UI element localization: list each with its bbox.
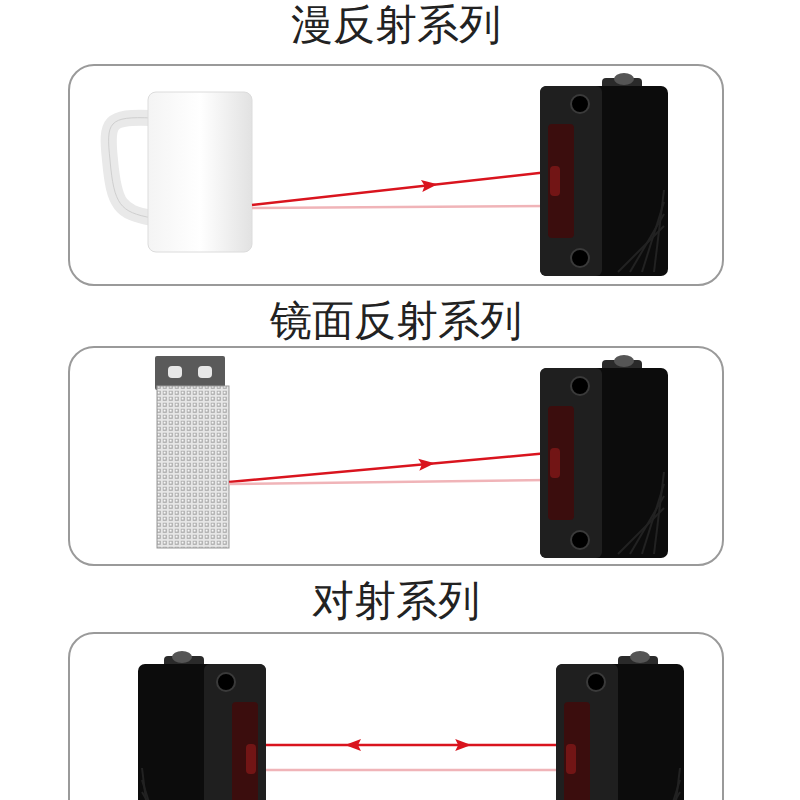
mount-hole xyxy=(217,673,235,691)
sensor-body xyxy=(540,368,668,558)
series-heading: 镜面反射系列 xyxy=(68,296,724,346)
panel-border xyxy=(68,632,724,800)
beam-arrowhead xyxy=(418,457,435,470)
sensor-front xyxy=(540,86,602,276)
sensor-knob-cap xyxy=(172,651,192,663)
sensor-ridge xyxy=(670,768,680,800)
sensor-lens-glow xyxy=(550,166,560,196)
return-beam xyxy=(229,480,548,484)
light-beam xyxy=(252,172,548,205)
return-beam xyxy=(266,769,556,772)
panel: 对射系列 xyxy=(68,576,724,626)
bracket-slot xyxy=(168,366,182,378)
sensor-ridge xyxy=(630,214,664,272)
sensor-lens-glow xyxy=(246,744,256,774)
sensor-ridge xyxy=(630,496,664,554)
sensor-knob-cap xyxy=(614,73,634,85)
sensor-ridge xyxy=(142,768,152,800)
beam-arrowhead xyxy=(455,739,471,751)
sensor-front xyxy=(540,368,602,558)
cup-handle xyxy=(109,118,152,218)
sensor-body xyxy=(540,86,668,276)
sensor-body xyxy=(556,664,684,800)
sensor-lens-glow xyxy=(550,448,560,478)
sensor-body xyxy=(138,664,266,800)
sensor-lens xyxy=(564,702,590,800)
photoelectric-sensor xyxy=(540,355,668,558)
cup-handle-edge xyxy=(109,118,152,218)
bracket-slot xyxy=(198,366,212,378)
sensor-lens xyxy=(548,406,574,520)
sensor-knob-cap xyxy=(614,355,634,367)
light-beam xyxy=(229,453,548,482)
panel: 镜面反射系列 xyxy=(68,296,724,346)
mount-hole xyxy=(587,673,605,691)
photoelectric-sensor xyxy=(138,651,266,800)
sensor-lens xyxy=(232,702,258,800)
panel-border xyxy=(68,64,724,286)
return-beam xyxy=(252,206,548,208)
photoelectric-sensor xyxy=(556,651,684,800)
light-beam xyxy=(266,744,556,747)
reflector-bracket xyxy=(155,356,225,390)
series-heading: 对射系列 xyxy=(68,576,724,626)
panel-border xyxy=(68,346,724,566)
sensor-knob-cap xyxy=(630,651,650,663)
panel: 漫反射系列 xyxy=(68,0,724,50)
sensor-front xyxy=(556,664,618,800)
beam-arrowhead xyxy=(421,178,438,192)
mount-hole xyxy=(571,531,589,549)
sensor-front xyxy=(204,664,266,800)
cup-body xyxy=(148,92,252,252)
reflector-body xyxy=(157,386,229,548)
series-heading: 漫反射系列 xyxy=(68,0,724,50)
mount-hole xyxy=(571,95,589,113)
beam-arrowhead xyxy=(345,739,361,751)
mount-hole xyxy=(571,377,589,395)
mount-hole xyxy=(571,249,589,267)
photoelectric-sensor xyxy=(540,73,668,276)
sensor-lens-glow xyxy=(566,744,576,774)
sensor-lens xyxy=(548,124,574,238)
sensor-ridge xyxy=(654,472,664,554)
sensor-ridge xyxy=(654,190,664,272)
